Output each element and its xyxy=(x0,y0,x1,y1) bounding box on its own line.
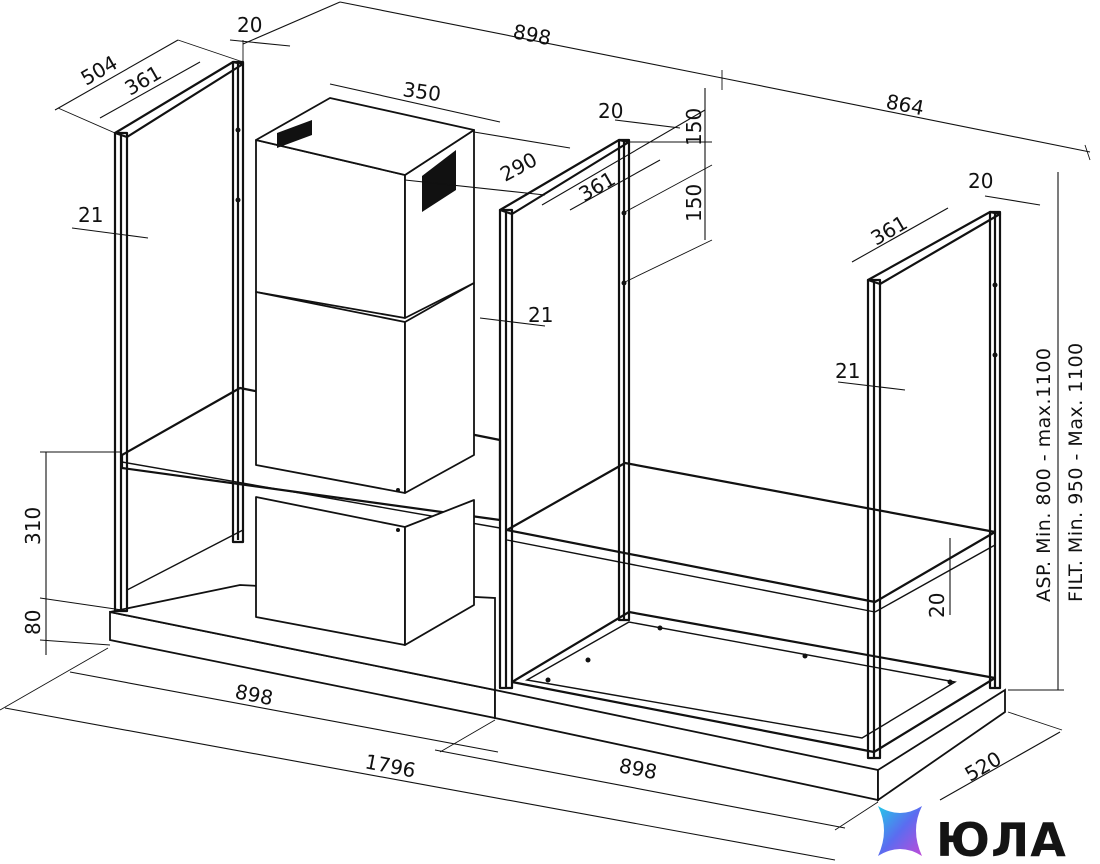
right-base-side xyxy=(877,688,1006,802)
right-shelf xyxy=(505,461,997,604)
hood-lower-side xyxy=(404,282,475,494)
right-base-front xyxy=(494,688,879,802)
dim-side-21-right: 21 xyxy=(835,359,860,383)
logo-mark-icon xyxy=(878,806,922,856)
dim-side-21-mid: 21 xyxy=(528,303,553,327)
right-top-bar xyxy=(866,210,1002,286)
left-top-bar xyxy=(113,60,245,139)
left-module xyxy=(109,60,502,720)
dim-bottom-898-right: 898 xyxy=(617,753,659,784)
dim-top-864: 864 xyxy=(884,89,926,120)
dim-shelf-310: 310 xyxy=(21,507,45,545)
middle-module xyxy=(235,127,1006,802)
filt-height-note: FILT. Min. 950 - Max. 1100 xyxy=(1065,342,1087,602)
right-lower-frame xyxy=(510,610,997,754)
asp-height-note: ASP. Min. 800 - max.1100 xyxy=(1033,348,1055,602)
dim-bar-20-right: 20 xyxy=(968,169,993,193)
hood-body-side xyxy=(404,499,475,646)
hood-chimney-top xyxy=(255,97,475,176)
right-module xyxy=(505,210,1002,760)
hood-lower-front xyxy=(255,291,406,494)
dim-top-898: 898 xyxy=(511,19,553,50)
dim-total-1796: 1796 xyxy=(363,749,418,782)
dim-hole-150-2: 150 xyxy=(682,184,706,222)
dim-bottom-898-left: 898 xyxy=(233,679,275,710)
dim-base-80: 80 xyxy=(21,610,45,635)
dim-depth-520: 520 xyxy=(961,746,1006,786)
brand-logo xyxy=(878,806,922,856)
dim-bar-20-left: 20 xyxy=(237,13,262,37)
dim-side-21-left: 21 xyxy=(78,203,103,227)
dim-hood-290: 290 xyxy=(496,147,541,186)
dim-frame-361-right: 361 xyxy=(867,210,912,250)
hood xyxy=(255,97,475,646)
dim-hole-150-1: 150 xyxy=(682,108,706,146)
dim-shelf-20: 20 xyxy=(925,593,949,618)
brand-name: ЮЛА xyxy=(936,813,1067,864)
vent-icon xyxy=(277,120,456,212)
dim-hood-350: 350 xyxy=(401,77,442,106)
dim-bar-20-mid: 20 xyxy=(598,99,623,123)
